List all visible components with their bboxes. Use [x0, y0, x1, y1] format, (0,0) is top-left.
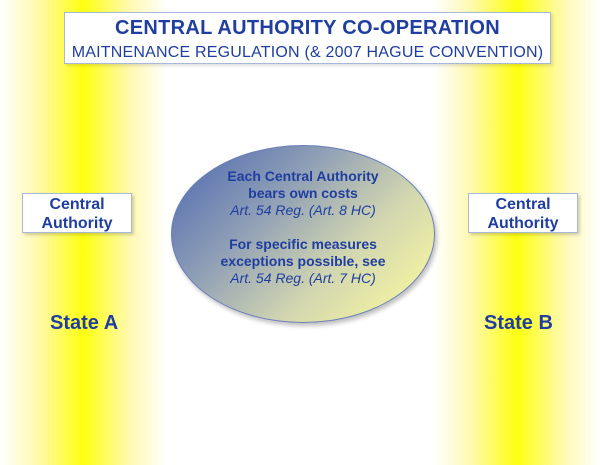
title-subtitle: MAITNENANCE REGULATION (& 2007 HAGUE CON…: [71, 44, 544, 61]
central-authority-a: Central Authority: [22, 193, 132, 233]
costs-text-block: Each Central Authority bears own costs A…: [180, 168, 426, 219]
costs-line2: bears own costs: [248, 185, 358, 201]
exceptions-line1: For specific measures: [229, 236, 377, 252]
title-box: CENTRAL AUTHORITY CO-OPERATION MAITNENAN…: [64, 12, 551, 64]
central-authority-b-line2: Authority: [487, 215, 559, 232]
central-authority-b: Central Authority: [468, 193, 578, 233]
costs-line1: Each Central Authority: [227, 168, 379, 184]
central-authority-b-line1: Central: [495, 196, 551, 213]
exceptions-line2: exceptions possible, see: [220, 253, 386, 269]
exceptions-text-block: For specific measures exceptions possibl…: [180, 236, 426, 287]
cost-ellipse: [171, 145, 435, 323]
exceptions-reference: Art. 54 Reg. (Art. 7 HC): [230, 270, 376, 286]
state-a-label: State A: [50, 312, 119, 334]
central-authority-a-line2: Authority: [41, 215, 113, 232]
central-authority-a-line1: Central: [49, 196, 105, 213]
title-main: CENTRAL AUTHORITY CO-OPERATION: [115, 17, 500, 39]
costs-reference: Art. 54 Reg. (Art. 8 HC): [230, 202, 376, 218]
state-b-label: State B: [484, 312, 553, 334]
